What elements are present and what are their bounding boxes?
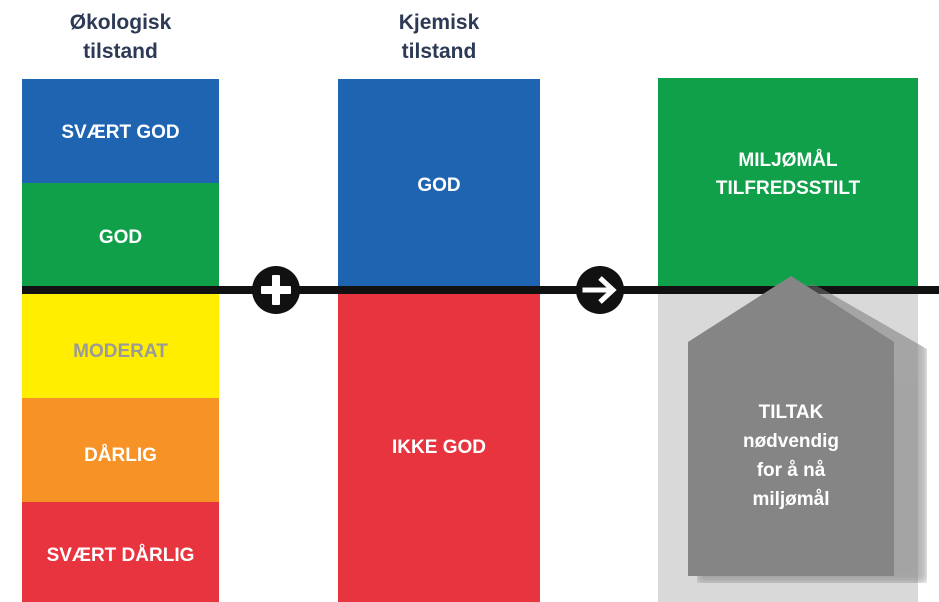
action-tiltak-text: TILTAK nødvendig for å nå miljømål <box>742 402 840 510</box>
chemical-ikke-god: IKKE GOD <box>338 294 540 602</box>
state-moderat: MODERAT <box>22 294 219 398</box>
arrow-right-icon <box>576 266 624 314</box>
result-miljomal-tilfredsstilt: MILJØMÅL TILFREDSSTILT <box>658 78 918 288</box>
plus-glyph <box>261 275 291 305</box>
chemical-god: GOD <box>338 79 540 288</box>
state-god: GOD <box>22 183 219 288</box>
plus-icon <box>252 266 300 314</box>
threshold-line <box>22 286 939 294</box>
chemical-heading: Kjemisk tilstand <box>398 11 480 63</box>
ecological-heading: Økologisk tilstand <box>69 11 172 63</box>
action-house <box>688 276 894 576</box>
state-svaert-god: SVÆRT GOD <box>22 79 219 183</box>
state-svaert-darlig: SVÆRT DÅRLIG <box>22 502 219 602</box>
state-darlig: DÅRLIG <box>22 398 219 502</box>
arrow-glyph <box>582 276 617 304</box>
